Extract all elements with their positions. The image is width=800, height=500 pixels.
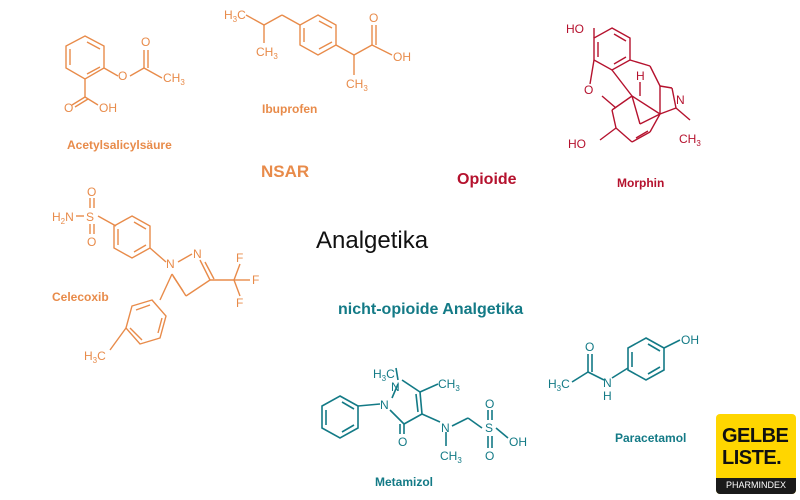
atom-n: N xyxy=(603,376,612,390)
atom-n: N xyxy=(676,93,685,107)
metamizol-structure xyxy=(321,367,509,448)
category-label-opioide: Opioide xyxy=(457,171,517,188)
logo-bar-text: PHARMINDEX xyxy=(725,480,786,490)
atom-h: H xyxy=(603,389,612,403)
atom-n: N xyxy=(441,421,450,435)
atom-o: O xyxy=(87,185,96,199)
category-label-nsar: NSAR xyxy=(261,162,309,181)
atom-ch3: CH3 xyxy=(679,132,701,148)
atom-o: O xyxy=(584,83,593,97)
gelbe-liste-logo: GELBE LISTE. PHARMINDEX xyxy=(716,414,796,494)
atom-ch3: CH3 xyxy=(438,377,460,393)
atom-h3c: H3C xyxy=(224,8,246,24)
atom-h3c: H3C xyxy=(84,349,106,365)
atom-o: O xyxy=(369,11,378,25)
atom-o: O xyxy=(118,69,127,83)
celecoxib-structure xyxy=(76,198,250,351)
atom-n: N xyxy=(391,380,400,394)
compound-name-paracetamol: Paracetamol xyxy=(615,431,686,445)
atom-oh: OH xyxy=(509,435,527,449)
atom-ho: HO xyxy=(566,22,584,36)
atom-f: F xyxy=(236,296,243,310)
atom-f: F xyxy=(236,251,243,265)
category-label-nicht-opioide: nicht-opioide Analgetika xyxy=(338,301,523,318)
paracetamol-structure xyxy=(571,337,681,383)
atom-ch3: CH3 xyxy=(346,77,368,93)
logo-line-2: LISTE. xyxy=(722,447,782,469)
atom-o: O xyxy=(585,340,594,354)
atom-o: O xyxy=(485,449,494,463)
compound-name-celecoxib: Celecoxib xyxy=(52,290,109,304)
atom-oh: OH xyxy=(393,50,411,64)
compound-name-acetylsalicylsaeure: Acetylsalicylsäure xyxy=(67,138,172,152)
atom-oh: OH xyxy=(681,333,699,347)
atom-h2n: H2N xyxy=(52,210,74,226)
atom-ch3: CH3 xyxy=(440,449,462,465)
ibuprofen-structure xyxy=(245,14,393,75)
atom-h3c: H3C xyxy=(548,377,570,393)
atom-o: O xyxy=(485,397,494,411)
atom-h3c: H3C xyxy=(373,367,395,383)
atom-h: H xyxy=(636,69,645,83)
compound-name-ibuprofen: Ibuprofen xyxy=(262,102,317,116)
atom-s: S xyxy=(485,421,493,435)
atom-n: N xyxy=(193,247,202,261)
atom-s: S xyxy=(86,210,94,224)
atom-n: N xyxy=(166,257,175,271)
center-title: Analgetika xyxy=(316,227,429,254)
atom-f: F xyxy=(252,273,259,287)
atom-o: O xyxy=(64,101,73,115)
atom-oh: OH xyxy=(99,101,117,115)
acetylsalicylsaeure-structure xyxy=(65,35,163,108)
logo-line-1: GELBE xyxy=(722,425,789,447)
atom-o: O xyxy=(141,35,150,49)
atom-o: O xyxy=(87,235,96,249)
atom-ch3: CH3 xyxy=(256,45,278,61)
atom-n: N xyxy=(380,398,389,412)
compound-name-morphin: Morphin xyxy=(617,176,664,190)
atom-o: O xyxy=(398,435,407,449)
morphin-structure xyxy=(589,27,691,143)
logo-bar: PHARMINDEX xyxy=(716,478,796,494)
atom-ho: HO xyxy=(568,137,586,151)
compound-name-metamizol: Metamizol xyxy=(375,475,433,489)
atom-ch3: CH3 xyxy=(163,71,185,87)
